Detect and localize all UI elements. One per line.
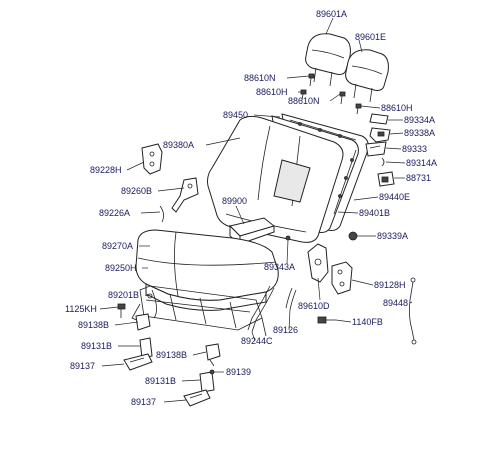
latch-assembly: [285, 235, 329, 311]
label-89450: 89450: [223, 110, 248, 120]
leader-lines: [99, 17, 413, 403]
label-89900: 89900: [222, 196, 247, 206]
label-89270A: 89270A: [102, 241, 133, 251]
guide-pins: [300, 73, 362, 115]
label-89343A: 89343A: [264, 262, 295, 272]
label-89448: 89448: [383, 298, 408, 308]
label-89250H: 89250H: [105, 263, 137, 273]
label-89137-1: 89137: [70, 361, 95, 371]
label-1125KH: 1125KH: [65, 304, 97, 314]
part-labels: 89601A 89601E 88610N 88610H 88610N 88610…: [65, 9, 437, 407]
bracket-89228H: [141, 143, 163, 175]
cable-89448: [408, 277, 417, 345]
label-89610D: 89610D: [298, 301, 330, 311]
label-88610N-2: 88610N: [288, 96, 320, 106]
label-89131B-1: 89131B: [81, 341, 112, 351]
wire-89226A: [159, 205, 164, 223]
label-88610H-2: 88610H: [381, 103, 413, 113]
clip-89314A: [381, 157, 385, 167]
striker-88731: [377, 171, 395, 187]
nut-89339A: [348, 231, 358, 241]
label-89601A: 89601A: [316, 9, 347, 19]
cover-89137-left: [123, 353, 153, 371]
hinge-cover-89334A: [369, 113, 389, 125]
label-89440E: 89440E: [379, 192, 410, 202]
label-89131B-2: 89131B: [145, 376, 176, 386]
cover-89131B-right: [199, 371, 215, 393]
label-89201B: 89201B: [108, 290, 139, 300]
label-89380A: 89380A: [163, 140, 194, 150]
label-1140FB: 1140FB: [352, 317, 383, 327]
leg-89138B-left: [135, 313, 151, 331]
cover-89131B-left: [139, 337, 153, 359]
label-89128H: 89128H: [374, 280, 406, 290]
cover-89137-right: [183, 389, 211, 407]
headrest-right: [345, 49, 389, 103]
label-89228H: 89228H: [90, 165, 122, 175]
label-89138B-1: 89138B: [78, 320, 109, 330]
label-89601E: 89601E: [355, 32, 386, 42]
label-89314A: 89314A: [406, 158, 437, 168]
label-89334A: 89334A: [404, 115, 435, 125]
armrest: [229, 217, 276, 246]
cover-89333: [365, 141, 387, 157]
label-89401B: 89401B: [359, 208, 390, 218]
leg-89138B-right: [205, 343, 221, 367]
label-89226A: 89226A: [99, 208, 130, 218]
label-89339A: 89339A: [377, 231, 408, 241]
bracket-89260B: [171, 177, 199, 213]
label-89137-2: 89137: [131, 397, 156, 407]
bolt-1140FB: [317, 316, 336, 324]
label-88731: 88731: [406, 173, 431, 183]
clip-89139: [209, 369, 215, 375]
label-89338A: 89338A: [404, 128, 435, 138]
label-89260B: 89260B: [121, 186, 152, 196]
bolt-1125KH: [117, 303, 126, 318]
label-88610N-1: 88610N: [244, 73, 276, 83]
bracket-89128H: [331, 261, 353, 295]
label-89126: 89126: [273, 325, 298, 335]
wire-89244C: [247, 285, 275, 333]
label-89333: 89333: [402, 144, 427, 154]
bracket-89338A: [369, 127, 391, 143]
label-89138B-2: 89138B: [156, 350, 187, 360]
seat-cushion: [135, 229, 279, 311]
label-89244C: 89244C: [241, 336, 273, 346]
label-89139: 89139: [226, 367, 251, 377]
label-88610H-1: 88610H: [256, 87, 288, 97]
